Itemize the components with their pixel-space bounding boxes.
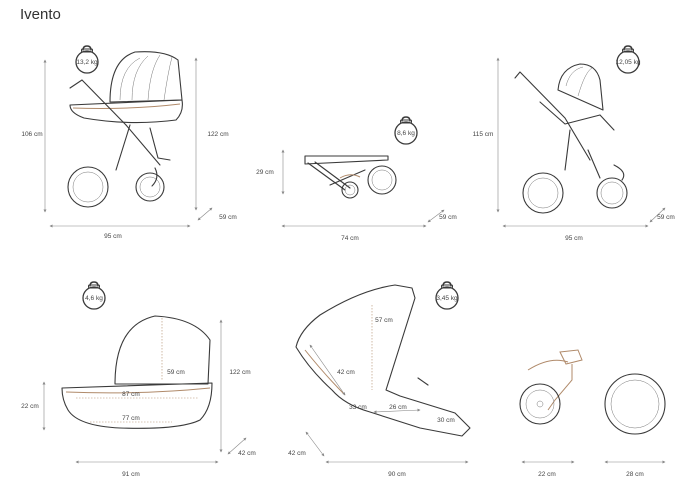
pram-total-height-label: 122 cm [207, 131, 228, 138]
stroller-width-label: 59 cm [657, 214, 675, 221]
carrycot-height-label: 22 cm [21, 403, 39, 410]
pram-length-label: 95 cm [104, 233, 122, 240]
front-wheel-size-label: 22 cm [538, 471, 556, 478]
frame-height-label: 29 cm [256, 169, 274, 176]
pram-height-label: 106 cm [21, 131, 42, 138]
pram-width-label: 59 cm [219, 214, 237, 221]
seat-back-length-label: 42 cm [337, 369, 355, 376]
seat-back-height-label: 57 cm [375, 317, 393, 324]
pram-weight: 13,2 kg [76, 59, 98, 66]
stroller-height-label: 115 cm [473, 131, 494, 138]
carrycot-inner-depth-label: 59 cm [167, 369, 185, 376]
seat-height-label: 33 cm [349, 404, 367, 411]
folded-frame-illustration [304, 155, 397, 199]
stroller-length-label: 95 cm [565, 235, 583, 242]
frame-length-label: 74 cm [341, 235, 359, 242]
carrycot-mattress-length-label: 77 cm [122, 415, 140, 422]
carrycot-width-label: 42 cm [238, 450, 256, 457]
seat-length-label: 90 cm [388, 471, 406, 478]
carrycot-illustration [61, 315, 213, 429]
seat-weight: 3,45 kg [436, 295, 458, 302]
carrycot-inner-length-label: 87 cm [122, 391, 140, 398]
seat-unit-illustration [295, 284, 471, 437]
frame-width-label: 59 cm [439, 214, 457, 221]
seat-footrest-label: 30 cm [437, 417, 455, 424]
carrycot-weight: 4,6 kg [85, 295, 103, 302]
front-wheel-illustration [519, 349, 583, 425]
seat-width-label: 42 cm [288, 450, 306, 457]
stroller-weight: 12,05 kg [616, 59, 641, 66]
frame-weight: 8,6 kg [397, 130, 415, 137]
rear-wheel-illustration [604, 373, 666, 435]
carrycot-total-height-label: 122 cm [229, 369, 250, 376]
stroller-illustration [514, 63, 628, 214]
pram-illustration [67, 51, 183, 208]
seat-depth-label: 26 cm [389, 404, 407, 411]
rear-wheel-size-label: 28 cm [626, 471, 644, 478]
page-title: Ivento [20, 6, 61, 23]
carrycot-length-label: 91 cm [122, 471, 140, 478]
